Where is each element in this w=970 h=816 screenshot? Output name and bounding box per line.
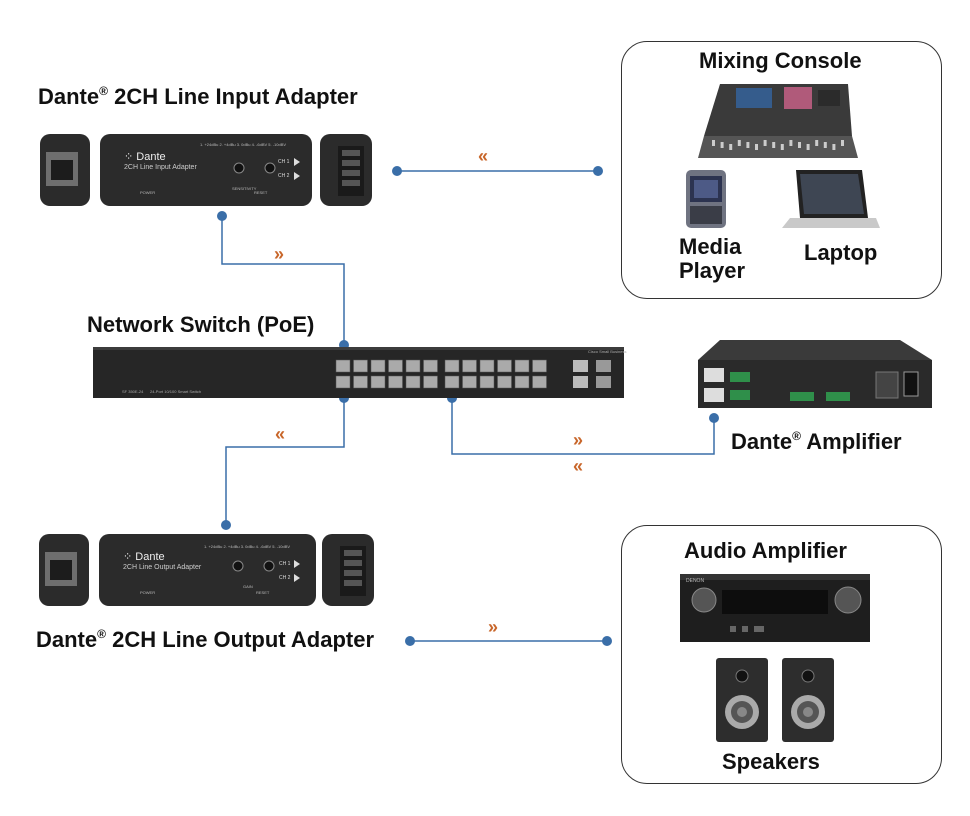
node-dot <box>217 211 227 221</box>
receiver-brand-text: DENON <box>686 578 705 584</box>
dante-logo: ⁘ Dante <box>123 551 165 563</box>
source-panel <box>621 41 942 299</box>
sensitivity-text: SENSITIVITY <box>232 186 257 191</box>
node-dot <box>339 393 349 403</box>
flow-arrow-left: « <box>478 146 488 166</box>
flow-arrow-right: » <box>573 430 583 450</box>
output-model-text: 2CH Line Output Adapter <box>123 564 202 571</box>
line-switch-to-amplifier <box>451 398 715 455</box>
dante-amplifier-label: Dante® Amplifier <box>731 429 902 454</box>
reset-text: RESET <box>256 590 270 595</box>
reset-text: RESET <box>254 190 268 195</box>
gain-text: GAIN <box>243 584 253 589</box>
input-model-text: 2CH Line Input Adapter <box>124 164 197 171</box>
node-dot <box>447 393 457 403</box>
switch-brand-text: Cisco Small Business <box>588 349 627 354</box>
output-adapter-label: Dante® 2CH Line Output Adapter <box>36 627 375 652</box>
ch2-text: CH 2 <box>279 575 291 581</box>
ch2-text: CH 2 <box>278 173 290 179</box>
laptop-label: Laptop <box>804 240 878 265</box>
dante-logo: ⁘ Dante <box>124 151 166 163</box>
node-dot <box>392 166 402 176</box>
media-player-label: Media Player <box>679 234 746 283</box>
line-switch-to-output <box>225 398 345 525</box>
ch1-text: CH 1 <box>278 159 290 165</box>
level-scale-text: 1. +24dBu 2. +4dBu 3. 0dBu 4. -6dBV 5. -… <box>204 544 291 549</box>
input-adapter-label: Dante® 2CH Line Input Adapter <box>38 84 358 109</box>
power-text: POWER <box>140 190 156 195</box>
ch1-text: CH 1 <box>279 561 291 567</box>
flow-arrow-right: » <box>274 244 284 264</box>
node-dot <box>405 636 415 646</box>
output-panel <box>621 525 942 784</box>
flow-arrow-left: « <box>573 456 583 476</box>
level-scale-text: 1. +24dBu 2. +4dBu 3. 0dBu 4. -6dBV 5. -… <box>200 142 287 147</box>
power-text: POWER <box>140 590 156 595</box>
node-dot <box>339 340 349 350</box>
mixing-console-label: Mixing Console <box>699 48 862 73</box>
switch-desc-text: 24-Port 10/100 Smart Switch <box>150 389 202 394</box>
node-dot <box>593 166 603 176</box>
switch-model-text: SF 350E-24 <box>122 389 144 394</box>
flow-arrow-right: » <box>488 617 498 637</box>
audio-amplifier-label: Audio Amplifier <box>684 538 847 563</box>
node-dot <box>221 520 231 530</box>
node-dot <box>602 636 612 646</box>
node-dot <box>709 413 719 423</box>
switch-label: Network Switch (PoE) <box>87 312 315 337</box>
speakers-label: Speakers <box>722 749 820 774</box>
line-input-to-switch <box>221 216 345 345</box>
flow-arrow-left: « <box>275 424 285 444</box>
